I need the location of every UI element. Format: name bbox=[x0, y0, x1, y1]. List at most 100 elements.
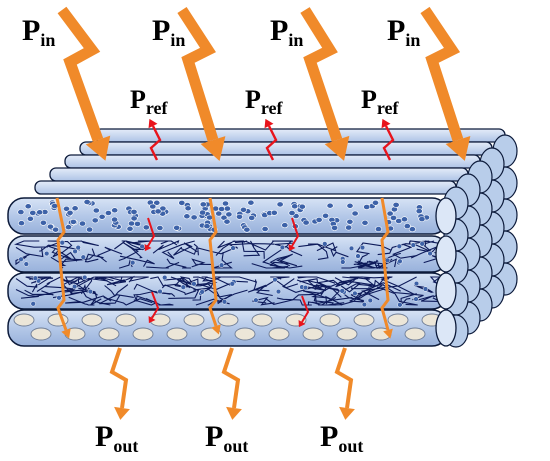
network-strand bbox=[173, 242, 198, 256]
pore bbox=[98, 327, 120, 341]
internal-red-arrow-head bbox=[288, 243, 296, 252]
network-node bbox=[87, 288, 94, 295]
zigzag-arrow-icon bbox=[420, 6, 464, 142]
internal-arrow-head bbox=[61, 328, 71, 339]
network-node bbox=[419, 241, 425, 247]
particle-dot bbox=[315, 216, 323, 223]
p-out-label-1: Pout bbox=[95, 420, 138, 456]
particle-dot bbox=[261, 226, 269, 232]
particle-dot bbox=[17, 220, 25, 227]
pore bbox=[81, 313, 103, 327]
particle-dot bbox=[83, 199, 91, 205]
particle-dot bbox=[173, 224, 181, 231]
network-strand bbox=[166, 258, 192, 269]
network-node bbox=[397, 258, 403, 264]
particle-dot bbox=[130, 215, 138, 222]
network-strand bbox=[282, 278, 318, 293]
network-node bbox=[422, 286, 429, 292]
particle-dot bbox=[79, 220, 87, 227]
pore bbox=[132, 327, 154, 341]
output-arrow bbox=[334, 347, 354, 409]
internal-arrow bbox=[380, 197, 390, 331]
network-node bbox=[410, 242, 416, 248]
particle-dot bbox=[222, 200, 230, 207]
network-strand bbox=[251, 263, 289, 269]
network-strand bbox=[68, 296, 95, 306]
network-strand bbox=[65, 295, 112, 304]
particle-dot bbox=[276, 201, 284, 208]
particle-dot bbox=[386, 210, 394, 217]
network-node bbox=[340, 259, 346, 265]
pore bbox=[353, 313, 375, 327]
network-strand bbox=[118, 242, 139, 262]
particle-dot bbox=[24, 203, 32, 210]
particle-dot bbox=[236, 213, 244, 220]
pore bbox=[268, 327, 290, 341]
particle-dot bbox=[240, 206, 248, 213]
network-node bbox=[352, 290, 358, 297]
particle-dot bbox=[26, 215, 34, 222]
pore bbox=[115, 313, 137, 327]
p-in-label-4: Pin bbox=[387, 14, 420, 50]
zigzag-arrow-icon-head bbox=[85, 135, 111, 161]
particle-dot bbox=[247, 199, 255, 206]
internal-arrow-head bbox=[383, 328, 393, 339]
network-strand bbox=[133, 283, 176, 297]
network-strand bbox=[191, 258, 212, 268]
network-node bbox=[413, 296, 419, 302]
network-node bbox=[322, 241, 328, 247]
internal-red-arrow bbox=[151, 291, 160, 319]
network-node bbox=[130, 260, 136, 266]
particle-dot bbox=[392, 201, 400, 208]
particle-dot bbox=[153, 199, 161, 206]
output-arrows bbox=[109, 347, 355, 420]
particle-dot bbox=[183, 213, 191, 220]
pore bbox=[30, 327, 52, 341]
network-strand bbox=[70, 291, 111, 306]
network-node bbox=[230, 245, 236, 251]
network-strand bbox=[334, 276, 370, 286]
network-strand bbox=[262, 242, 295, 263]
particle-dot bbox=[281, 222, 289, 229]
network-strand bbox=[146, 261, 180, 269]
top-fiber bbox=[49, 167, 469, 182]
network-strand bbox=[316, 279, 342, 298]
reflected-arrow-icon bbox=[265, 125, 278, 161]
particle-dot bbox=[408, 226, 416, 233]
network-strand bbox=[360, 276, 417, 301]
particle-dot bbox=[270, 209, 278, 216]
network-strand bbox=[355, 242, 392, 255]
network-strand bbox=[269, 261, 303, 269]
network-node bbox=[427, 250, 433, 257]
front-end-cap bbox=[435, 309, 457, 347]
p-ref-label-3: Pref bbox=[361, 85, 400, 118]
pore bbox=[234, 327, 256, 341]
network-node bbox=[339, 288, 345, 294]
particle-dot bbox=[156, 225, 164, 231]
network-strand bbox=[307, 242, 337, 252]
network-strand bbox=[340, 284, 379, 306]
network-strand bbox=[265, 276, 290, 287]
particle-dot bbox=[111, 207, 119, 214]
particle-dot bbox=[218, 206, 226, 212]
internal-red-arrow-head bbox=[298, 319, 306, 328]
network-strand bbox=[99, 294, 134, 305]
network-strand bbox=[64, 276, 86, 286]
network-node bbox=[30, 301, 36, 307]
particle-dot bbox=[36, 209, 44, 216]
pore bbox=[183, 313, 205, 327]
reflected-arrow-icon bbox=[382, 125, 395, 161]
reflected-arrow-icon-head bbox=[264, 118, 274, 129]
p-out-label-3: Pout bbox=[320, 420, 363, 456]
output-arrow bbox=[221, 347, 241, 409]
internal-arrow bbox=[208, 197, 218, 327]
network-node bbox=[75, 244, 81, 251]
p-in-label-1: Pin bbox=[22, 14, 55, 50]
particle-dot bbox=[149, 203, 157, 210]
network-strand bbox=[14, 240, 48, 248]
network-strand bbox=[35, 286, 74, 297]
incident-arrows bbox=[57, 6, 471, 161]
particle-dot bbox=[159, 205, 167, 212]
pore bbox=[13, 313, 35, 327]
particle-dot bbox=[346, 218, 354, 225]
